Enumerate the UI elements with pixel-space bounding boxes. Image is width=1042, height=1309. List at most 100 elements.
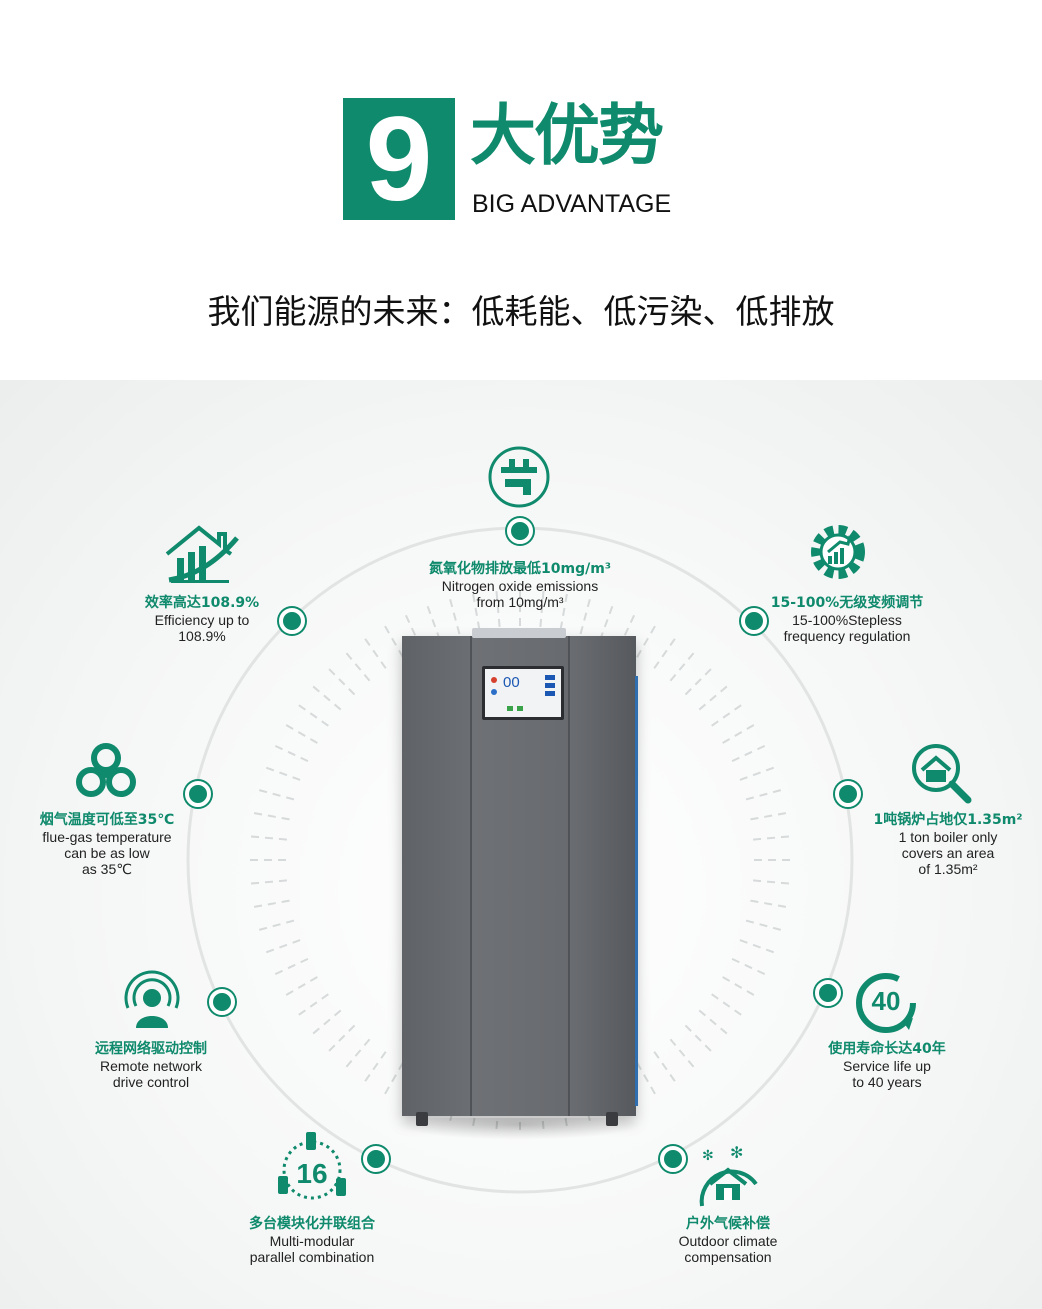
ring-tick xyxy=(745,796,755,801)
ring-tick xyxy=(384,625,390,634)
ring-tick xyxy=(264,880,274,884)
ring-tick xyxy=(292,776,301,781)
ring-tick xyxy=(669,638,676,646)
ring-tick xyxy=(772,926,782,931)
ring-tick xyxy=(281,816,290,821)
ring-dot xyxy=(185,781,211,807)
ring-tick xyxy=(364,1074,371,1082)
ring-tick xyxy=(495,1120,499,1130)
ring-tick xyxy=(734,731,743,737)
ring-tick xyxy=(694,678,702,686)
ring-tick xyxy=(661,649,668,658)
title-chinese: 大优势 xyxy=(470,97,664,174)
ring-tick xyxy=(452,612,457,621)
ring-tick xyxy=(274,969,283,976)
feature-area-line: of 1.35m² xyxy=(918,861,978,877)
ring-tick xyxy=(579,625,584,635)
ring-tick xyxy=(321,720,329,727)
feature-stepless-line: frequency regulation xyxy=(783,628,911,644)
ring-tick xyxy=(753,837,762,841)
ring-tick xyxy=(258,926,268,931)
ring-tick xyxy=(757,969,766,976)
machine-right-panel xyxy=(568,636,636,1116)
ring-tick xyxy=(348,1024,356,1032)
ring-tick xyxy=(348,688,356,696)
ring-tick xyxy=(404,614,411,623)
ring-tick xyxy=(608,605,614,615)
ring-tick xyxy=(750,816,759,821)
ring-tick xyxy=(345,1060,353,1068)
ring-tick xyxy=(669,1074,676,1082)
svg-text:✻: ✻ xyxy=(702,1148,714,1164)
ring-tick xyxy=(264,836,274,840)
feature-life-line: to 40 years xyxy=(852,1074,922,1090)
ring-tick xyxy=(285,724,294,730)
feature-area-line: 1 ton boiler only xyxy=(898,829,998,845)
ring-tick xyxy=(734,983,743,989)
machine-foot xyxy=(416,1112,428,1126)
ring-tick xyxy=(297,731,306,737)
ring-tick xyxy=(684,1024,692,1032)
ring-tick xyxy=(746,724,755,730)
ring-tick xyxy=(285,796,295,801)
screen-value: 00 xyxy=(503,674,520,691)
ring-tick xyxy=(267,814,276,818)
ring-tick xyxy=(279,771,288,777)
ring-tick xyxy=(562,607,566,616)
ring-tick xyxy=(380,661,387,669)
screen-blue-indicator xyxy=(491,689,497,695)
feature-nox-line: from 10mg/m³ xyxy=(476,594,564,610)
ring-tick xyxy=(292,939,301,944)
feature-efficiency-title: 效率高达108.9% xyxy=(144,595,260,611)
feature-life-line: Service life up xyxy=(843,1058,931,1074)
ring-tick xyxy=(780,881,790,885)
ring-tick xyxy=(669,1038,677,1047)
ring-tick xyxy=(309,976,318,982)
ring-tick xyxy=(777,904,787,908)
ring-tick xyxy=(287,963,296,970)
ring-tick xyxy=(746,990,755,996)
ring-tick xyxy=(267,902,276,906)
ring-tick xyxy=(711,993,719,1000)
ring-tick xyxy=(698,1009,707,1017)
ring-tick xyxy=(564,593,568,603)
feature-remote-title: 远程网络驱动控制 xyxy=(95,1041,207,1057)
ring-tick xyxy=(745,919,755,924)
feature-stepless-line: 15-100%Stepless xyxy=(792,612,902,628)
boiler-machine: 00 xyxy=(402,628,638,1116)
feature-efficiency-line: Efficiency up to xyxy=(154,612,250,628)
ring-tick xyxy=(720,685,728,693)
ring-tick xyxy=(752,771,761,777)
ring-tick xyxy=(258,789,268,794)
ring-tick xyxy=(265,766,275,772)
ring-tick xyxy=(687,1060,695,1068)
ring-tick xyxy=(265,948,275,954)
ring-tick xyxy=(653,1051,660,1059)
screen-green-button xyxy=(517,706,523,711)
remote-user-icon xyxy=(124,970,180,1028)
ring-tick xyxy=(643,1074,649,1083)
ring-tick xyxy=(472,1117,476,1127)
ring-tick xyxy=(698,703,707,711)
ring-tick xyxy=(426,605,432,615)
ring-dot xyxy=(660,1146,686,1172)
machine-foot xyxy=(606,1112,618,1126)
feature-remote-line: drive control xyxy=(112,1074,190,1090)
ring-tick xyxy=(372,1062,379,1071)
feature-nox-title: 氮氧化物排放最低10mg/m³ xyxy=(429,561,611,577)
ring-tick xyxy=(410,627,417,636)
feature-area: 1吨锅炉占地仅1.35m² 1 ton boiler only covers a… xyxy=(864,811,1032,877)
screen-button xyxy=(545,691,555,696)
ring-tick xyxy=(279,943,288,949)
feature-fluegas-line: can be as low xyxy=(64,845,150,861)
node-icon xyxy=(488,446,550,508)
ring-tick xyxy=(744,750,753,757)
ring-tick xyxy=(323,1018,331,1026)
ring-tick xyxy=(772,789,782,794)
ring-tick xyxy=(312,685,320,693)
ring-tick xyxy=(759,792,768,797)
screen-button xyxy=(545,675,555,680)
ring-tick xyxy=(734,704,742,711)
ring-tick xyxy=(364,638,371,646)
